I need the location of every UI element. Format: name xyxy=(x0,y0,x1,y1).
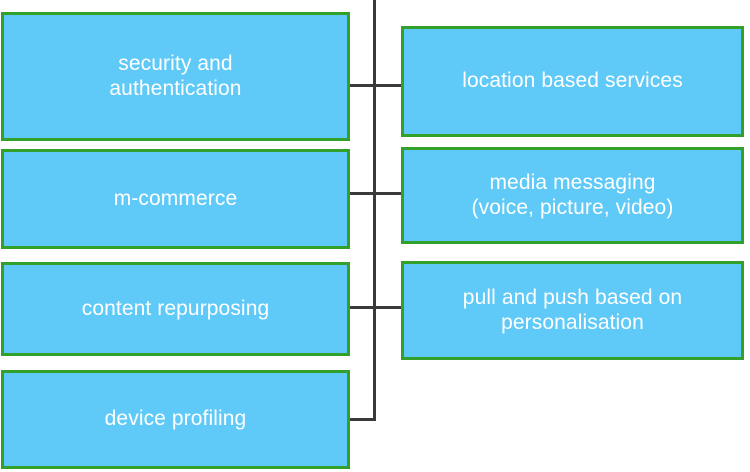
node-label: security and authentication xyxy=(109,51,242,100)
node-label: m-commerce xyxy=(113,186,238,210)
trunk-connector-vertical xyxy=(373,0,376,421)
node-security-and-authentication[interactable]: security and authentication xyxy=(1,12,350,141)
node-label: pull and push based on personalisation xyxy=(462,285,683,334)
branch-connector-2 xyxy=(348,192,403,195)
node-label: device profiling xyxy=(104,407,247,431)
node-media-messaging[interactable]: media messaging (voice, picture, video) xyxy=(401,147,744,244)
node-label: media messaging (voice, picture, video) xyxy=(471,170,674,219)
node-label: content repurposing xyxy=(81,296,270,320)
node-location-based-services[interactable]: location based services xyxy=(401,26,744,137)
branch-connector-1 xyxy=(348,84,403,87)
node-device-profiling[interactable]: device profiling xyxy=(1,370,350,469)
node-label: location based services xyxy=(462,69,683,93)
branch-connector-4 xyxy=(348,418,376,421)
node-m-commerce[interactable]: m-commerce xyxy=(1,149,350,249)
node-pull-and-push-based-on-personalisation[interactable]: pull and push based on personalisation xyxy=(401,261,744,360)
node-content-repurposing[interactable]: content repurposing xyxy=(1,262,350,356)
branch-connector-3 xyxy=(348,306,403,309)
